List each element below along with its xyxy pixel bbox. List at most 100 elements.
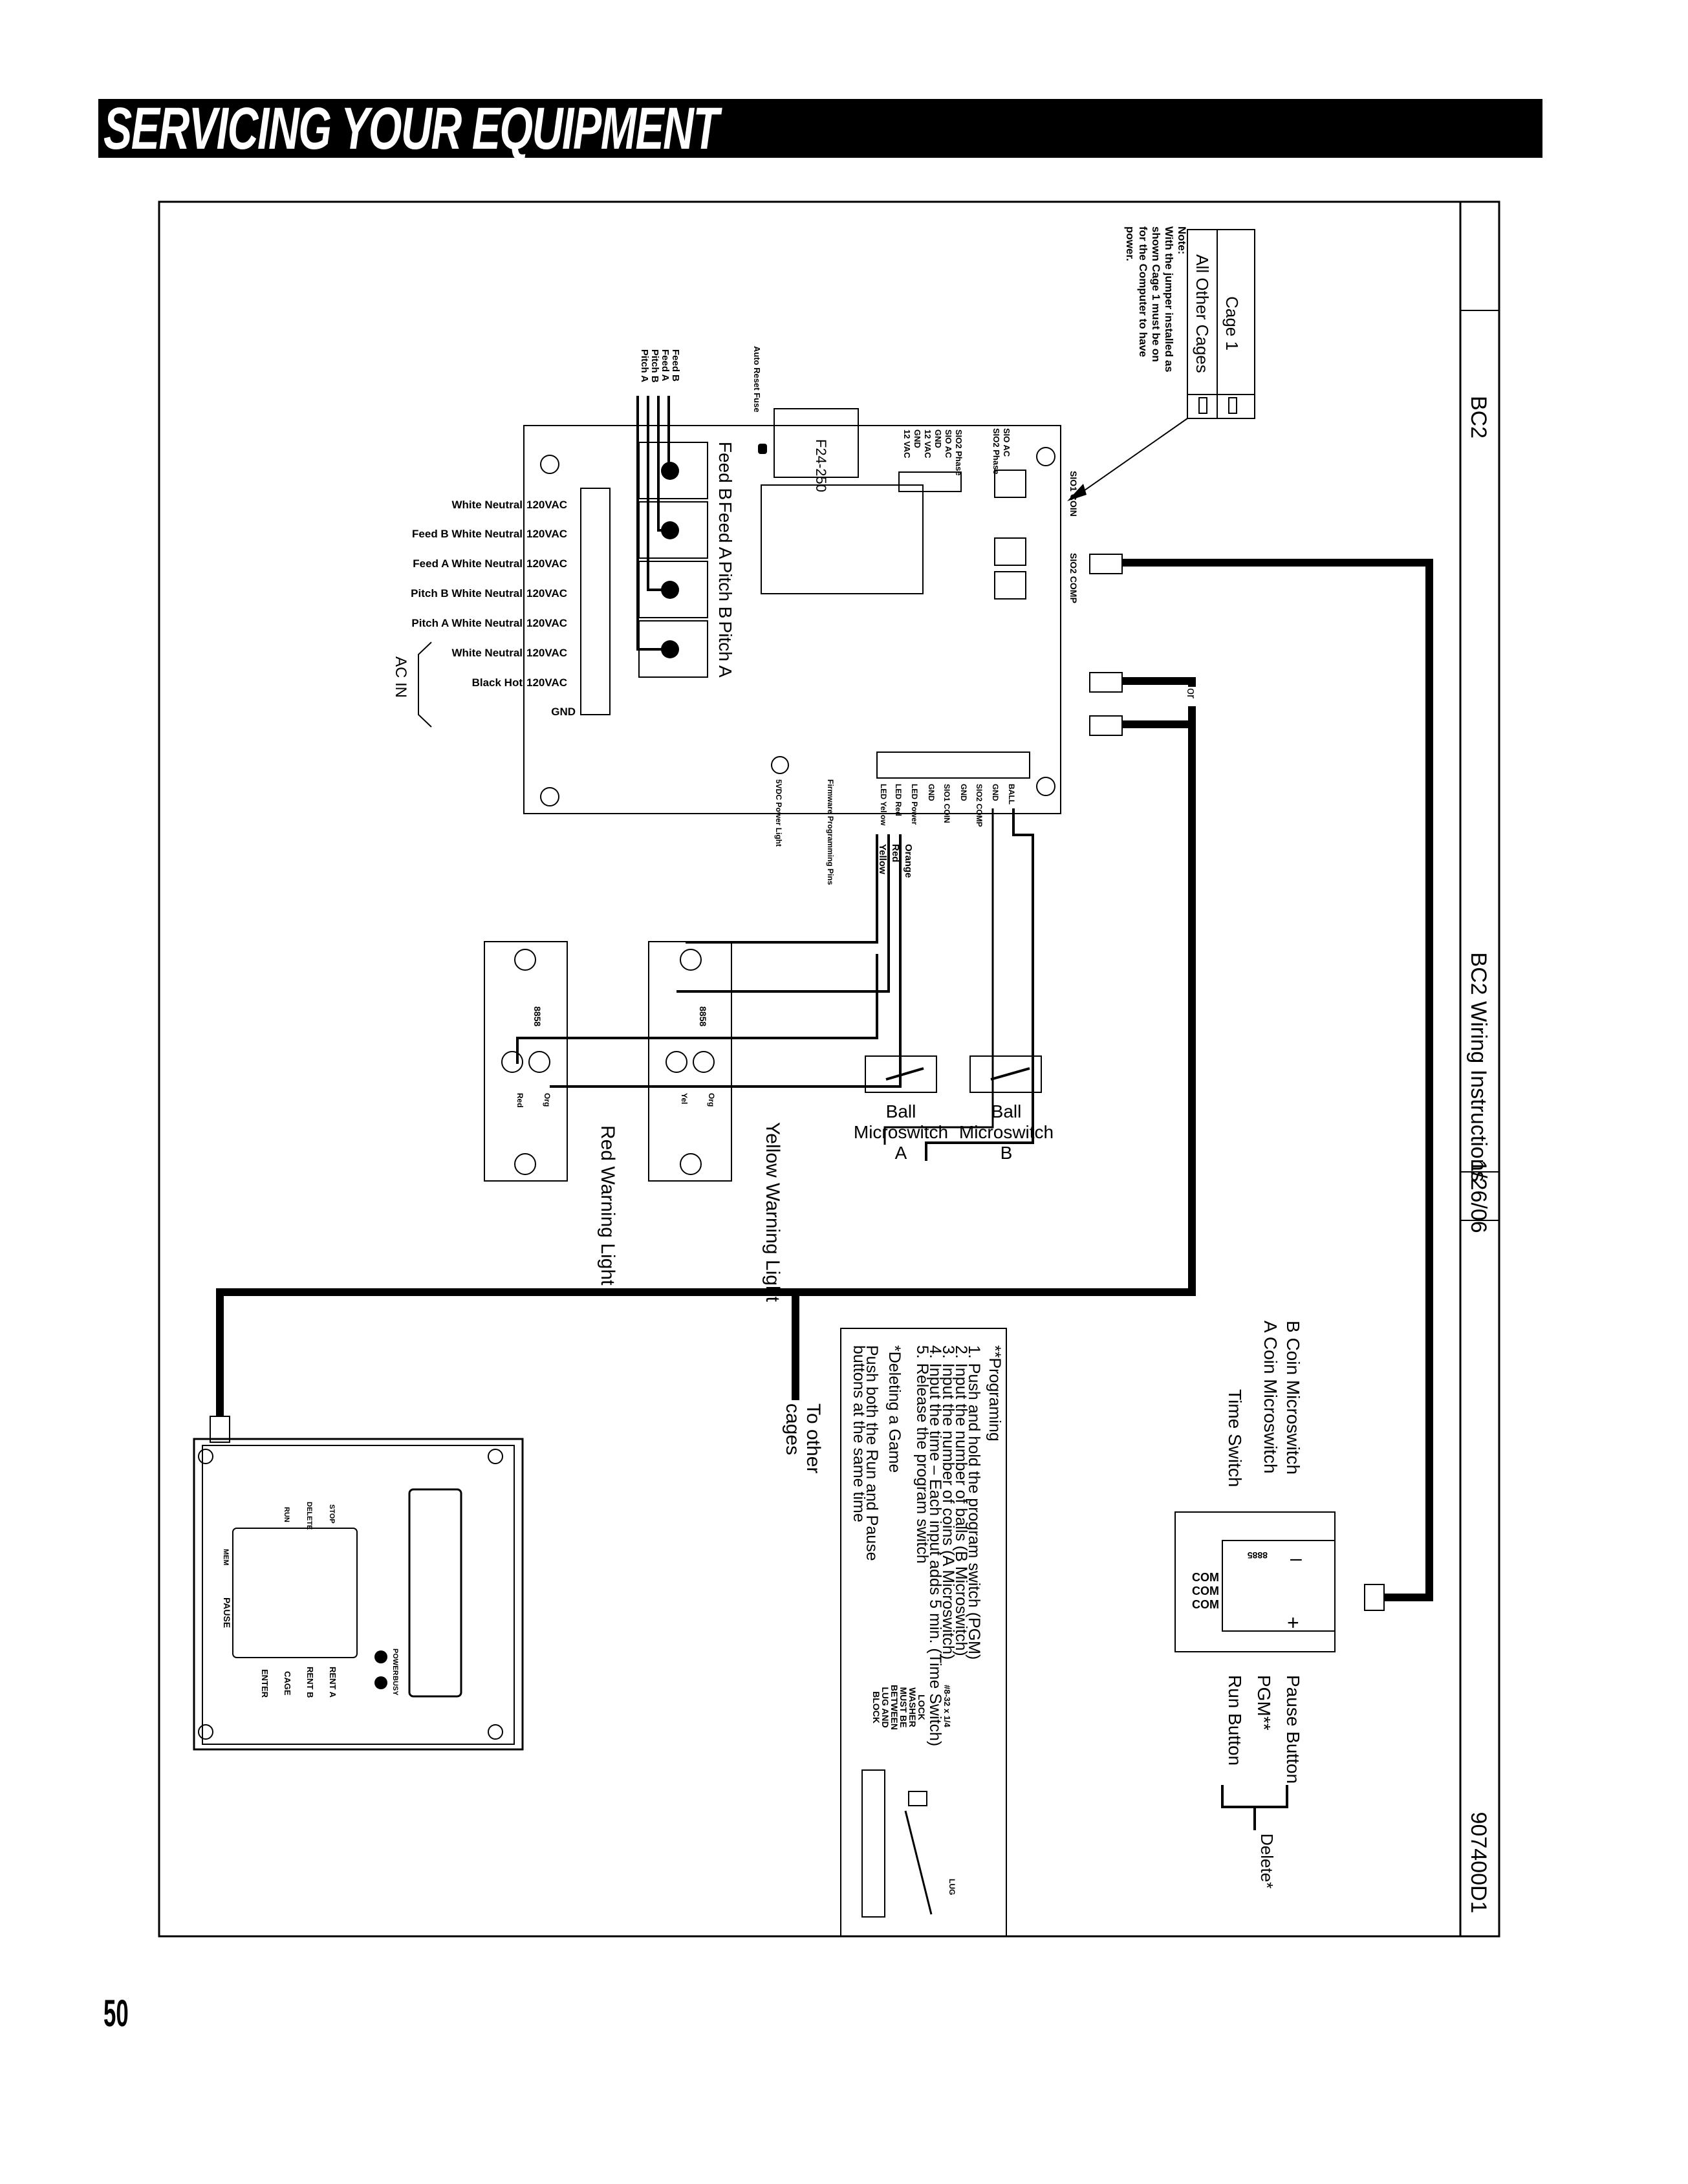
- svg-text:WASHER: WASHER: [907, 1687, 918, 1727]
- svg-text:COM: COM: [1192, 1571, 1219, 1584]
- svg-text:2. Input the number of balls (: 2. Input the number of balls (B Microswi…: [952, 1345, 970, 1656]
- svg-text:B: B: [1001, 1143, 1013, 1163]
- svg-text:Push both the Run and Pause: Push both the Run and Pause: [863, 1345, 881, 1561]
- svg-text:GND: GND: [551, 706, 576, 718]
- svg-text:RUN: RUN: [283, 1507, 290, 1522]
- svg-text:PAUSE: PAUSE: [222, 1597, 232, 1628]
- jumper-installed-icon: [1228, 397, 1237, 414]
- jumper-note-0: Note:: [1176, 226, 1188, 254]
- computer-panel: STOP DELETE RUN MEM PAUSE RENT A RENT B …: [193, 1438, 524, 1751]
- svg-text:MEM: MEM: [222, 1549, 230, 1566]
- svg-text:#8-32 x 1/4: #8-32 x 1/4: [942, 1685, 952, 1728]
- svg-text:ENTER: ENTER: [260, 1669, 270, 1698]
- svg-text:BALL: BALL: [1007, 784, 1016, 805]
- relay-wire-label-pitch-b: Pitch B: [649, 349, 660, 383]
- display-window: [408, 1488, 462, 1698]
- fuse-icon: [758, 444, 767, 454]
- svg-text:RENT B: RENT B: [305, 1667, 315, 1698]
- jumper-removed-icon: [1198, 397, 1207, 414]
- power-light-label: 5VDC Power Light: [774, 779, 783, 847]
- drawing-number: 907400D1: [1466, 1812, 1491, 1914]
- relay-pitch-a: Pitch A: [638, 620, 735, 678]
- svg-text:PGM**: PGM**: [1254, 1675, 1274, 1731]
- svg-text:POWER: POWER: [391, 1649, 399, 1676]
- svg-text:8858: 8858: [698, 1006, 708, 1026]
- ac-terminal: White Neutral Feed B White Neutral Feed …: [392, 488, 611, 728]
- svg-text:Feed A White Neutral: Feed A White Neutral: [413, 557, 523, 570]
- svg-text:Run Button: Run Button: [1225, 1675, 1245, 1766]
- svg-text:Time Switch: Time Switch: [1225, 1389, 1245, 1487]
- svg-text:F24-250: F24-250: [813, 439, 829, 492]
- svg-text:Pause Button: Pause Button: [1283, 1675, 1303, 1784]
- to-other-cages-1: cages: [782, 1403, 803, 1455]
- svg-text:Ball: Ball: [991, 1101, 1022, 1121]
- jumper-row-other: All Other Cages: [1193, 254, 1212, 373]
- svg-text:Pitch A: Pitch A: [715, 621, 735, 677]
- svg-text:Pitch B: Pitch B: [715, 561, 735, 619]
- svg-text:BUSY: BUSY: [391, 1676, 399, 1696]
- svg-text:LED Yellow: LED Yellow: [879, 784, 888, 826]
- svg-text:120VAC: 120VAC: [526, 676, 567, 689]
- svg-text:A Coin Microswitch: A Coin Microswitch: [1261, 1321, 1281, 1474]
- svg-text:GND: GND: [933, 429, 943, 448]
- relay-wire-label-pitch-a: Pitch A: [639, 349, 650, 382]
- svg-text:White Neutral: White Neutral: [451, 499, 523, 511]
- svg-text:120VAC: 120VAC: [526, 617, 567, 629]
- jumper-note-2: shown Cage 1 must be on: [1150, 226, 1162, 362]
- keypad: [232, 1528, 358, 1658]
- svg-text:SIO AC: SIO AC: [944, 429, 953, 459]
- svg-text:STOP: STOP: [328, 1504, 336, 1524]
- power-indicator: [374, 1650, 387, 1663]
- svg-text:Red Warning Light: Red Warning Light: [597, 1125, 618, 1286]
- svg-text:GND: GND: [991, 784, 1000, 801]
- svg-text:BETWEEN: BETWEEN: [889, 1685, 900, 1730]
- svg-text:GND: GND: [927, 784, 936, 801]
- svg-text:SIO1 COIN: SIO1 COIN: [942, 784, 951, 823]
- svg-text:SIO AC: SIO AC: [1002, 428, 1012, 457]
- wire-label-yellow: Yellow: [877, 844, 888, 874]
- svg-text:Black Hot: Black Hot: [472, 676, 523, 689]
- svg-text:COM: COM: [1192, 1598, 1219, 1611]
- relay-feed-b: Feed B: [638, 442, 735, 500]
- svg-text:A: A: [895, 1143, 907, 1163]
- svg-text:SIO2 Phase: SIO2 Phase: [991, 428, 1001, 475]
- svg-text:White Neutral: White Neutral: [451, 647, 523, 659]
- model-label: BC2: [1466, 396, 1491, 438]
- ball-microswitch-a: Ball Microswitch A: [854, 1055, 948, 1163]
- svg-text:MUST BE: MUST BE: [898, 1687, 909, 1728]
- drawing-date: 1/26/06: [1466, 1160, 1491, 1233]
- svg-text:buttons at the same time: buttons at the same time: [850, 1345, 868, 1522]
- svg-text:120VAC: 120VAC: [526, 587, 567, 600]
- section-title: SERVICING YOUR EQUIPMENT: [103, 96, 719, 162]
- yellow-warning-light: 8858 Yel Org Yellow Warning Light: [648, 941, 783, 1303]
- svg-text:LOCK: LOCK: [916, 1694, 927, 1720]
- power-light-icon: [771, 756, 789, 774]
- svg-text:Yel: Yel: [680, 1093, 689, 1104]
- or-label: or: [1185, 688, 1198, 698]
- drawing-frame: [158, 200, 1500, 1938]
- microcontroller: [761, 484, 924, 594]
- jumper-note-1: With the jumper installed as: [1163, 226, 1175, 373]
- wire-label-red: Red: [890, 844, 901, 862]
- svg-text:SIO2 Phase: SIO2 Phase: [954, 429, 964, 476]
- svg-text:Feed A: Feed A: [715, 502, 735, 559]
- red-warning-light: 8858 Red Org Red Warning Light: [484, 941, 618, 1286]
- ac-in-label: AC IN: [392, 656, 409, 698]
- svg-text:LUG: LUG: [947, 1879, 957, 1895]
- svg-text:Pitch B White Neutral: Pitch B White Neutral: [411, 587, 523, 600]
- svg-text:RENT A: RENT A: [328, 1667, 338, 1698]
- relay-wire-label-feed-b: Feed B: [670, 349, 681, 382]
- svg-text:4. Input the time – Each input: 4. Input the time – Each input adds 5 mi…: [926, 1345, 944, 1746]
- jumper-table: Cage 1 All Other Cages Note: With the ju…: [1067, 226, 1255, 501]
- svg-text:Feed B White Neutral: Feed B White Neutral: [412, 528, 523, 540]
- svg-text:12 VAC: 12 VAC: [902, 429, 912, 459]
- svg-text:8885: 8885: [1248, 1550, 1268, 1561]
- control-board: Feed B Feed A Pitch B Pitch A Feed B Fee…: [523, 346, 1079, 885]
- relay-wire-label-feed-a: Feed A: [660, 349, 671, 382]
- svg-text:GND: GND: [959, 784, 968, 801]
- svg-text:120VAC: 120VAC: [526, 528, 567, 540]
- jumper-note-4: power.: [1124, 226, 1136, 261]
- page-number: 50: [103, 1993, 129, 2035]
- svg-text:Org: Org: [543, 1093, 552, 1107]
